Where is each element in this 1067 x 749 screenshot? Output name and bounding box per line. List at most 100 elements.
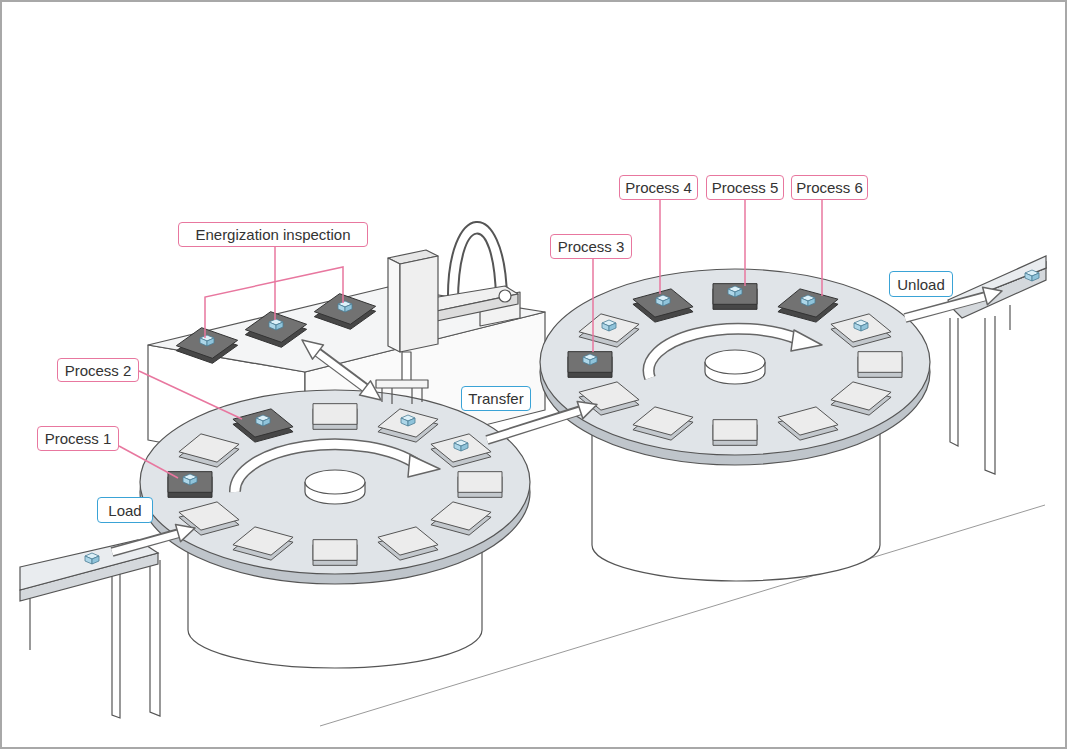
left-trays — [168, 472, 212, 493]
flow-arrows — [360, 381, 382, 400]
right-trays — [854, 320, 868, 331]
left-hub — [305, 470, 365, 494]
scara-robot — [388, 258, 400, 352]
right-rotation-arrow — [649, 329, 800, 378]
label-text: Process 2 — [65, 362, 132, 379]
callout-label: Process 1 — [37, 426, 119, 451]
leader-lines — [119, 200, 822, 478]
inspection-trays — [269, 319, 283, 330]
inspection-block — [148, 287, 545, 372]
flow-arrows — [302, 340, 324, 359]
callout-label: Process 6 — [791, 175, 868, 200]
right-turntable — [540, 269, 930, 581]
leader-lines — [205, 267, 343, 338]
inspection-trays — [176, 294, 375, 364]
right-trays — [713, 420, 757, 441]
label-text: Process 3 — [558, 238, 625, 255]
leader-lines — [139, 371, 242, 419]
flow-arrows — [112, 287, 1002, 552]
left-trays — [431, 434, 491, 462]
right-trays — [778, 289, 838, 317]
scara-robot — [400, 256, 438, 352]
scara-robot — [376, 222, 520, 404]
right-trays — [568, 284, 902, 446]
right-trays — [858, 352, 902, 373]
right-trays — [579, 314, 639, 342]
flow-arrows — [112, 533, 181, 552]
inspection-trays — [200, 335, 214, 346]
flow-arrows — [983, 287, 1002, 304]
flow-label: Load — [97, 497, 153, 523]
left-hub — [305, 470, 365, 504]
leader-lines — [821, 200, 823, 296]
flow-label: Transfer — [461, 386, 531, 411]
callout-label: Process 5 — [706, 175, 784, 200]
left-trays — [454, 440, 468, 451]
left-turntable — [140, 390, 530, 574]
right-hub — [705, 350, 765, 384]
left-trays — [431, 502, 491, 530]
flow-arrows — [905, 296, 988, 318]
label-text: Load — [108, 502, 141, 519]
callout-label: Process 2 — [57, 358, 139, 382]
flow-arrows — [176, 524, 196, 541]
right-trays — [583, 354, 597, 365]
callout-label: Process 4 — [619, 175, 698, 200]
left-trays — [233, 409, 293, 437]
leader-lines — [659, 200, 661, 294]
load-conveyor — [29, 598, 30, 650]
scara-robot — [411, 388, 412, 404]
scara-robot — [421, 388, 422, 402]
label-text: Process 1 — [45, 430, 112, 447]
right-rotation-arrow — [649, 329, 800, 378]
scara-robot — [402, 352, 411, 382]
left-trays — [183, 474, 197, 485]
leader-lines — [592, 259, 594, 352]
right-trays — [778, 407, 838, 435]
right-trays — [801, 295, 815, 306]
right-trays — [713, 284, 757, 305]
leader-lines — [274, 247, 276, 320]
left-trays — [401, 415, 415, 426]
right-trays — [633, 407, 693, 435]
scara-robot — [391, 388, 392, 404]
load-conveyor — [85, 553, 99, 564]
load-conveyor — [112, 570, 120, 718]
label-text: Process 5 — [712, 179, 779, 196]
left-turntable — [140, 390, 530, 668]
left-trays — [233, 527, 293, 555]
right-hub — [705, 350, 765, 374]
right-trays — [568, 352, 612, 373]
callout-label: Process 3 — [550, 234, 632, 259]
load-conveyor — [150, 560, 160, 716]
left-trays — [168, 404, 502, 566]
unload-conveyor — [948, 256, 1046, 474]
right-trays — [831, 382, 891, 410]
right-trays — [728, 286, 742, 297]
unload-conveyor — [985, 316, 995, 474]
left-trays — [179, 434, 239, 462]
label-text: Unload — [897, 276, 945, 293]
inspection-trays — [338, 301, 352, 312]
inspection-trays — [245, 312, 306, 343]
load-conveyor — [20, 540, 160, 718]
flow-arrows — [577, 401, 597, 418]
right-rotation-arrow — [649, 329, 822, 378]
inspection-trays — [314, 294, 375, 325]
left-trays — [256, 415, 270, 426]
inspection-trays — [176, 328, 237, 359]
left-rotation-arrow — [408, 455, 440, 477]
left-trays — [458, 472, 502, 493]
right-trays — [633, 289, 693, 317]
left-trays — [378, 527, 438, 555]
right-trays — [602, 320, 616, 331]
label-text: Process 4 — [625, 179, 692, 196]
leader-lines — [744, 200, 746, 286]
unload-conveyor — [950, 318, 958, 446]
label-text: Energization inspection — [195, 226, 350, 243]
scara-robot — [376, 380, 428, 388]
